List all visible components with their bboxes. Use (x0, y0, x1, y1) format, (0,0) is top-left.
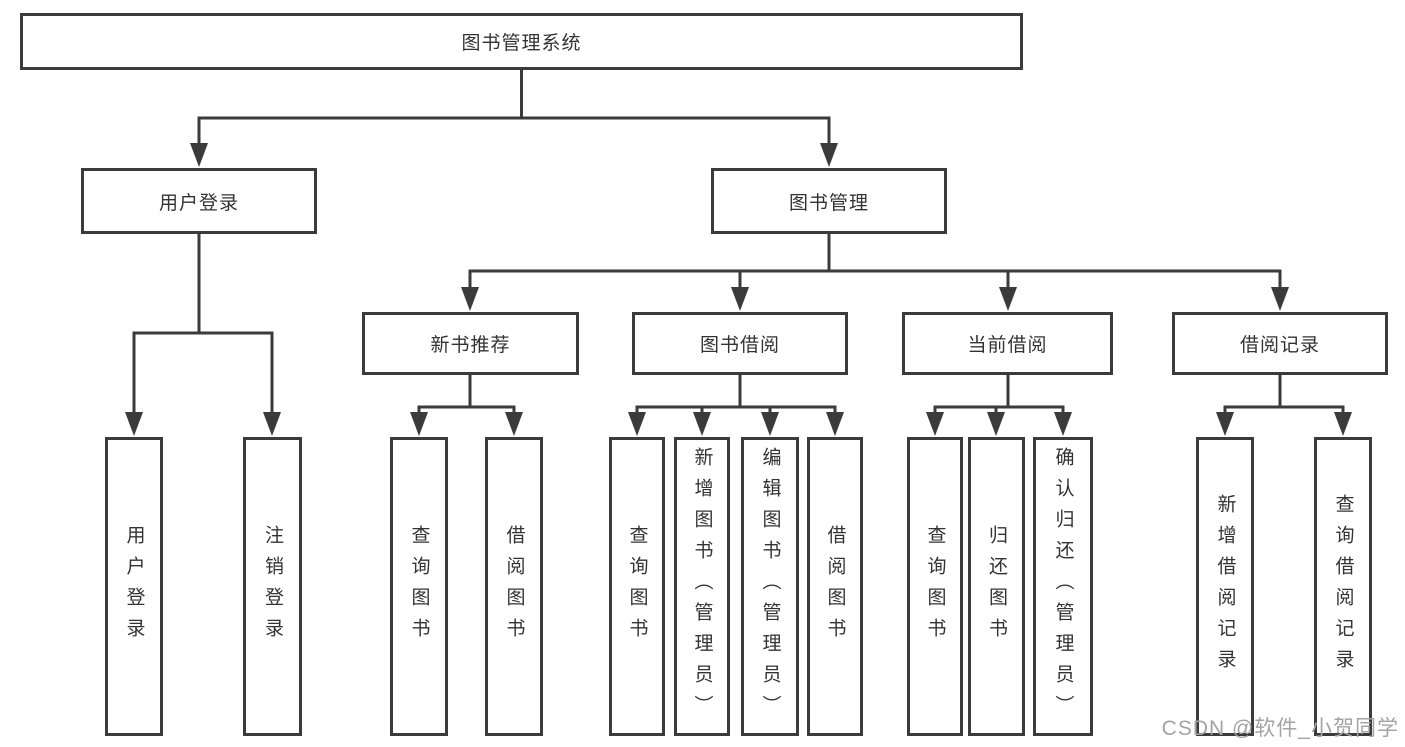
leaf-label: 查询图书 (924, 524, 946, 649)
node-borrowing-records: 借阅记录 (1172, 312, 1388, 375)
leaf-edit-book-admin: 编辑图书（管理员） (741, 437, 799, 736)
node-new-book-recommend-label: 新书推荐 (430, 335, 511, 356)
arrowhead-icon (125, 412, 143, 436)
node-book-management: 图书管理 (711, 168, 947, 234)
arrowhead-icon (628, 412, 646, 436)
arrowhead-icon (190, 143, 208, 167)
leaf-label: 查询借阅记录 (1332, 493, 1354, 680)
leaf-label: 注销登录 (262, 524, 283, 649)
leaf-borrow-books-recommend: 借阅图书 (485, 437, 543, 736)
node-current-borrowing: 当前借阅 (902, 312, 1113, 375)
node-borrowing-records-label: 借阅记录 (1239, 335, 1320, 356)
arrowhead-icon (410, 412, 428, 436)
leaf-label: 查询图书 (626, 524, 648, 649)
leaf-query-books-current: 查询图书 (907, 437, 963, 736)
leaf-return-book: 归还图书 (968, 437, 1025, 736)
arrowhead-icon (1334, 412, 1352, 436)
arrowhead-icon (1271, 287, 1289, 311)
arrowhead-icon (761, 412, 779, 436)
arrowhead-icon (693, 412, 711, 436)
node-current-borrowing-label: 当前借阅 (967, 335, 1048, 356)
arrowhead-icon (999, 287, 1017, 311)
leaf-label: 归还图书 (986, 524, 1007, 649)
arrowhead-icon (1054, 412, 1072, 436)
arrowhead-icon (263, 412, 281, 436)
leaf-logout: 注销登录 (243, 437, 302, 736)
watermark: CSDN @软件_小贺同学 (1161, 717, 1399, 740)
leaf-label: 确认归还（管理员） (1052, 447, 1074, 726)
leaf-add-book-admin: 新增图书（管理员） (674, 437, 730, 736)
arrowhead-icon (505, 412, 523, 436)
node-root-label: 图书管理系统 (461, 33, 582, 54)
arrowhead-icon (926, 412, 944, 436)
node-user-login: 用户登录 (81, 168, 317, 234)
arrowhead-icon (731, 287, 749, 311)
node-book-borrowing-label: 图书借阅 (699, 335, 780, 356)
leaf-confirm-return-admin: 确认归还（管理员） (1033, 437, 1093, 736)
leaf-borrow-books: 借阅图书 (807, 437, 863, 736)
leaf-label: 新增图书（管理员） (691, 447, 713, 726)
node-book-borrowing: 图书借阅 (632, 312, 848, 375)
arrowhead-icon (820, 143, 838, 167)
leaf-label: 用户登录 (123, 524, 145, 649)
leaf-label: 借阅图书 (824, 524, 846, 649)
leaf-label: 新增借阅记录 (1214, 493, 1236, 680)
leaf-query-books-recommend: 查询图书 (390, 437, 448, 736)
node-new-book-recommend: 新书推荐 (362, 312, 579, 375)
leaf-query-books-borrowing: 查询图书 (609, 437, 665, 736)
leaf-add-borrow-record: 新增借阅记录 (1196, 437, 1254, 736)
leaf-label: 编辑图书（管理员） (759, 447, 781, 726)
arrowhead-icon (1216, 412, 1234, 436)
leaf-user-login-action: 用户登录 (105, 437, 163, 736)
leaf-query-borrow-record: 查询借阅记录 (1314, 437, 1372, 736)
leaf-label: 借阅图书 (503, 524, 525, 649)
node-book-management-label: 图书管理 (788, 192, 869, 214)
arrowhead-icon (461, 287, 479, 311)
arrowhead-icon (987, 412, 1005, 436)
node-user-login-label: 用户登录 (158, 192, 239, 214)
arrowhead-icon (826, 412, 844, 436)
node-root: 图书管理系统 (20, 13, 1023, 70)
leaf-label: 查询图书 (408, 524, 430, 649)
